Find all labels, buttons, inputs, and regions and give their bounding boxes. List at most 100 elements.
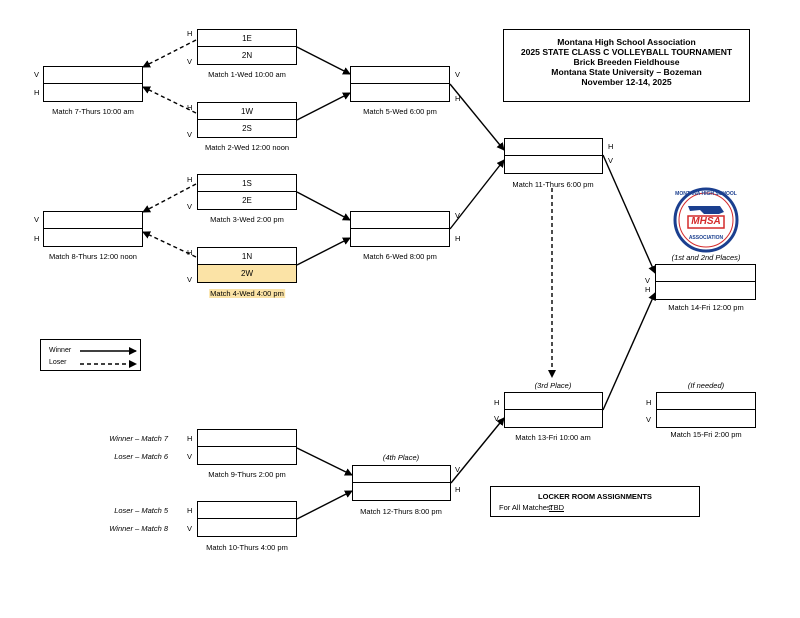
match-4-visitor-letter: V: [187, 275, 193, 284]
match-1-label: Match 1-Wed 10:00 am: [208, 70, 286, 79]
match-13-box: [504, 392, 603, 428]
match-1-team-2n[interactable]: 2N: [241, 51, 253, 60]
match-12-visitor-slot[interactable]: [353, 466, 450, 483]
match-9-box: [197, 429, 297, 465]
match-9-visitor-letter: V: [187, 452, 193, 461]
title-tournament: 2025 STATE CLASS C VOLLEYBALL TOURNAMENT: [520, 47, 733, 57]
match-5-home-slot[interactable]: [351, 84, 449, 101]
match-12-home-slot[interactable]: [353, 483, 450, 500]
match-15-visitor-letter: V: [646, 415, 652, 424]
match-8-visitor-letter: V: [34, 215, 40, 224]
match-4-team-1n[interactable]: 1N: [198, 248, 296, 265]
match-3-home-letter: H: [187, 175, 193, 184]
logo-bottom-text: ASSOCIATION: [688, 235, 724, 241]
match-7-box: [43, 66, 143, 102]
match-7-home-letter: H: [34, 88, 40, 97]
match-6-box: [350, 211, 450, 247]
match-12-box: [352, 465, 451, 501]
match-2-team-2s[interactable]: 2S: [242, 124, 252, 133]
match-13-place: (3rd Place): [534, 381, 572, 390]
match-8-home-letter: H: [34, 234, 40, 243]
match-6-home-slot[interactable]: [351, 229, 449, 246]
logo-top-text: MONTANA HIGH SCHOOL: [675, 191, 737, 197]
match-13-home-slot[interactable]: [505, 393, 602, 410]
match-2-label: Match 2-Wed 12:00 noon: [204, 143, 290, 152]
match-3-team-2e[interactable]: 2E: [242, 196, 252, 205]
match-8-home-slot[interactable]: [44, 229, 142, 246]
match-8-label: Match 8-Thurs 12:00 noon: [49, 252, 137, 261]
match-13-visitor-slot[interactable]: [505, 410, 602, 427]
match-13-visitor-letter: V: [494, 414, 500, 423]
match-9-visitor-slot[interactable]: [198, 447, 296, 464]
match-1-visitor-letter: V: [187, 57, 193, 66]
match-8-visitor-slot[interactable]: [44, 212, 142, 229]
legend-winner-label: Winner: [49, 347, 72, 354]
locker-room-label: For All Matches:: [499, 503, 553, 512]
match-4-team-2w[interactable]: 2W: [198, 265, 296, 282]
match-3-team-1s[interactable]: 1S: [198, 175, 296, 192]
title-association: Montana High School Association: [557, 37, 696, 47]
legend-box: Winner Loser: [40, 339, 141, 371]
match-2-team-1w[interactable]: 1W: [198, 103, 296, 120]
match-9-source-bottom: Loser – Match 6: [114, 452, 168, 461]
tournament-title-box: Montana High School Association 2025 STA…: [503, 29, 750, 102]
match-10-source-bottom: Winner – Match 8: [109, 524, 168, 533]
match-3-box: 1S 2E: [197, 174, 297, 210]
match-3-label: Match 3-Wed 2:00 pm: [210, 215, 284, 224]
match-14-visitor-slot[interactable]: [656, 265, 755, 282]
match-6-label: Match 6-Wed 8:00 pm: [363, 252, 437, 261]
match-2-box: 1W 2S: [197, 102, 297, 138]
match-14-home-letter: H: [645, 285, 651, 294]
match-10-label: Match 10-Thurs 4:00 pm: [206, 543, 288, 552]
match-5-label: Match 5-Wed 6:00 pm: [363, 107, 437, 116]
match-7-home-slot[interactable]: [44, 84, 142, 101]
match-7-label: Match 7-Thurs 10:00 am: [52, 107, 134, 116]
winner-line-m2-m5: [296, 92, 351, 121]
match-10-source-top: Loser – Match 5: [114, 506, 168, 515]
match-11-visitor-letter: V: [608, 156, 614, 165]
match-15-visitor-slot[interactable]: [657, 410, 755, 427]
match-14-visitor-letter: V: [645, 276, 651, 285]
match-7-visitor-slot[interactable]: [44, 67, 142, 84]
locker-room-value: TBD: [549, 503, 564, 512]
winner-line-m12-m13: [450, 417, 505, 484]
locker-room-box: LOCKER ROOM ASSIGNMENTS For All Matches:…: [490, 486, 700, 517]
loser-line-m2-m7: [142, 86, 197, 114]
match-5-visitor-slot[interactable]: [351, 67, 449, 84]
match-5-visitor-letter: V: [455, 70, 461, 79]
match-9-home-slot[interactable]: [198, 430, 296, 447]
title-university: Montana State University – Bozeman: [551, 67, 702, 77]
match-11-visitor-slot[interactable]: [505, 156, 602, 173]
match-9-source-top: Winner – Match 7: [109, 434, 168, 443]
match-8-box: [43, 211, 143, 247]
match-14-label: Match 14-Fri 12:00 pm: [668, 303, 744, 312]
match-6-visitor-slot[interactable]: [351, 212, 449, 229]
legend-loser-label: Loser: [49, 359, 67, 366]
match-11-home-slot[interactable]: [505, 139, 602, 156]
match-5-box: [350, 66, 450, 102]
title-dates: November 12-14, 2025: [581, 77, 672, 87]
winner-line-m6-m11: [449, 159, 505, 230]
match-12-place: (4th Place): [382, 453, 420, 462]
match-12-label: Match 12-Thurs 8:00 pm: [360, 507, 442, 516]
match-14-home-slot[interactable]: [656, 282, 755, 299]
match-10-visitor-slot[interactable]: [198, 519, 296, 536]
match-2-visitor-letter: V: [187, 130, 193, 139]
loser-line-m3-m8: [142, 183, 197, 213]
match-10-box: [197, 501, 297, 537]
match-7-visitor-letter: V: [34, 70, 40, 79]
winner-line-m5-m11: [449, 83, 505, 151]
match-1-home-letter: H: [187, 29, 193, 38]
match-12-home-letter: H: [455, 485, 461, 494]
winner-line-m9-m12: [296, 447, 353, 476]
match-12-visitor-letter: V: [455, 465, 461, 474]
match-10-home-slot[interactable]: [198, 502, 296, 519]
winner-line-m3-m6: [296, 191, 351, 221]
match-4-label: Match 4-Wed 4:00 pm: [209, 289, 285, 298]
match-13-home-letter: H: [494, 398, 500, 407]
logo-letters: MHSA: [691, 216, 721, 227]
winner-line-m10-m12: [296, 490, 353, 520]
match-15-home-slot[interactable]: [657, 393, 755, 410]
match-10-home-letter: H: [187, 506, 193, 515]
match-1-team-1e[interactable]: 1E: [198, 30, 296, 47]
